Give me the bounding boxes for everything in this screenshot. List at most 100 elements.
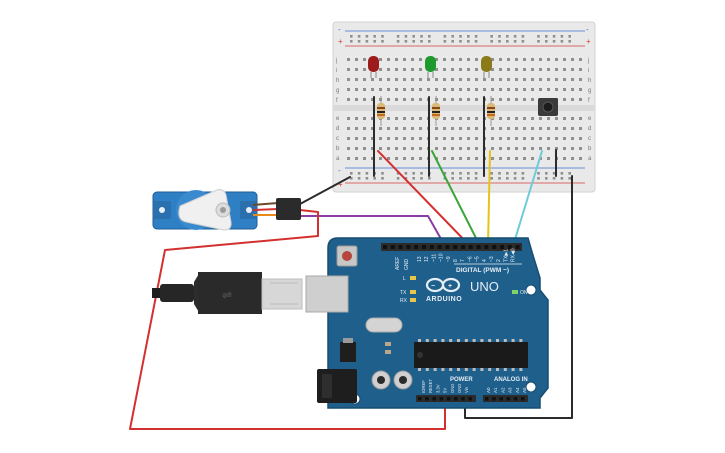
rail-hole[interactable] bbox=[513, 35, 517, 38]
digital-pin[interactable] bbox=[453, 245, 458, 249]
breadboard-hole[interactable] bbox=[571, 147, 574, 150]
digital-pin[interactable] bbox=[398, 245, 403, 249]
breadboard-hole[interactable] bbox=[451, 147, 454, 150]
breadboard-hole[interactable] bbox=[435, 88, 438, 91]
rail-hole[interactable] bbox=[506, 177, 509, 180]
breadboard-hole[interactable] bbox=[563, 98, 566, 101]
breadboard-hole[interactable] bbox=[363, 157, 366, 160]
breadboard-hole[interactable] bbox=[443, 127, 446, 130]
breadboard-hole[interactable] bbox=[507, 68, 510, 71]
rail-hole[interactable] bbox=[412, 35, 415, 38]
breadboard-hole[interactable] bbox=[403, 147, 406, 150]
rail-hole[interactable] bbox=[381, 35, 384, 38]
breadboard-hole[interactable] bbox=[347, 88, 350, 91]
rail-hole[interactable] bbox=[474, 172, 478, 175]
rail-hole[interactable] bbox=[381, 172, 384, 175]
breadboard-hole[interactable] bbox=[403, 157, 406, 160]
rail-hole[interactable] bbox=[404, 35, 408, 38]
breadboard-hole[interactable] bbox=[411, 117, 414, 120]
breadboard-hole[interactable] bbox=[451, 88, 454, 91]
digital-header[interactable] bbox=[381, 243, 522, 251]
breadboard-hole[interactable] bbox=[443, 147, 446, 150]
rail-hole[interactable] bbox=[506, 172, 509, 175]
breadboard-hole[interactable] bbox=[403, 137, 406, 140]
rail-hole[interactable] bbox=[365, 40, 369, 43]
breadboard-hole[interactable] bbox=[419, 117, 422, 120]
breadboard-hole[interactable] bbox=[515, 117, 518, 120]
rail-hole[interactable] bbox=[428, 35, 431, 38]
breadboard-hole[interactable] bbox=[379, 157, 382, 160]
breadboard-hole[interactable] bbox=[443, 98, 446, 101]
rail-hole[interactable] bbox=[443, 40, 447, 43]
breadboard-hole[interactable] bbox=[443, 117, 446, 120]
breadboard-hole[interactable] bbox=[571, 98, 574, 101]
rail-hole[interactable] bbox=[373, 40, 376, 43]
servo-motor[interactable] bbox=[152, 189, 301, 231]
breadboard-hole[interactable] bbox=[363, 147, 366, 150]
breadboard-hole[interactable] bbox=[347, 98, 350, 101]
breadboard-hole[interactable] bbox=[435, 78, 438, 81]
breadboard-hole[interactable] bbox=[507, 88, 510, 91]
breadboard-hole[interactable] bbox=[403, 127, 406, 130]
breadboard-hole[interactable] bbox=[459, 78, 462, 81]
breadboard-hole[interactable] bbox=[395, 157, 398, 160]
breadboard-hole[interactable] bbox=[539, 137, 542, 140]
rail-hole[interactable] bbox=[490, 172, 493, 175]
rail-hole[interactable] bbox=[373, 35, 376, 38]
rail-hole[interactable] bbox=[381, 177, 384, 180]
breadboard-hole[interactable] bbox=[363, 68, 366, 71]
rail-hole[interactable] bbox=[537, 40, 540, 43]
breadboard-hole[interactable] bbox=[347, 78, 350, 81]
power-header-pins[interactable] bbox=[418, 397, 525, 401]
breadboard-hole[interactable] bbox=[435, 68, 438, 71]
breadboard-hole[interactable] bbox=[355, 98, 358, 101]
breadboard-hole[interactable] bbox=[467, 157, 470, 160]
breadboard-hole[interactable] bbox=[403, 68, 406, 71]
breadboard-hole[interactable] bbox=[547, 58, 550, 61]
rail-hole[interactable] bbox=[560, 35, 564, 38]
digital-pin[interactable] bbox=[383, 245, 387, 249]
breadboard-hole[interactable] bbox=[571, 127, 574, 130]
breadboard-hole[interactable] bbox=[563, 78, 566, 81]
breadboard-hole[interactable] bbox=[387, 98, 390, 101]
breadboard-hole[interactable] bbox=[387, 68, 390, 71]
breadboard-hole[interactable] bbox=[451, 58, 454, 61]
rail-hole[interactable] bbox=[412, 172, 415, 175]
breadboard-hole[interactable] bbox=[387, 147, 390, 150]
digital-pin[interactable] bbox=[461, 245, 465, 249]
breadboard-hole[interactable] bbox=[411, 147, 414, 150]
rail-hole[interactable] bbox=[498, 35, 501, 38]
breadboard-hole[interactable] bbox=[539, 127, 542, 130]
breadboard-hole[interactable] bbox=[563, 88, 566, 91]
breadboard-hole[interactable] bbox=[419, 157, 422, 160]
breadboard-hole[interactable] bbox=[459, 98, 462, 101]
breadboard-hole[interactable] bbox=[451, 117, 454, 120]
breadboard-hole[interactable] bbox=[347, 157, 350, 160]
breadboard-hole[interactable] bbox=[459, 127, 462, 130]
breadboard-hole[interactable] bbox=[379, 88, 382, 91]
breadboard-hole[interactable] bbox=[459, 157, 462, 160]
breadboard-hole[interactable] bbox=[531, 68, 534, 71]
breadboard-hole[interactable] bbox=[411, 157, 414, 160]
breadboard-hole[interactable] bbox=[571, 117, 574, 120]
breadboard-hole[interactable] bbox=[411, 58, 414, 61]
breadboard-hole[interactable] bbox=[563, 117, 566, 120]
rail-hole[interactable] bbox=[428, 40, 431, 43]
rail-hole[interactable] bbox=[404, 40, 408, 43]
breadboard-hole[interactable] bbox=[579, 58, 582, 61]
breadboard-hole[interactable] bbox=[499, 98, 502, 101]
rail-hole[interactable] bbox=[451, 40, 454, 43]
breadboard-hole[interactable] bbox=[403, 98, 406, 101]
breadboard-hole[interactable] bbox=[491, 157, 494, 160]
breadboard-hole[interactable] bbox=[355, 137, 358, 140]
usb-cable[interactable]: ⇌ bbox=[152, 272, 303, 314]
breadboard-hole[interactable] bbox=[395, 68, 398, 71]
rail-hole[interactable] bbox=[420, 172, 423, 175]
breadboard-hole[interactable] bbox=[523, 127, 526, 130]
push-button[interactable] bbox=[538, 98, 558, 116]
breadboard-hole[interactable] bbox=[467, 78, 470, 81]
digital-pin[interactable] bbox=[476, 245, 481, 249]
breadboard-hole[interactable] bbox=[411, 98, 414, 101]
rail-hole[interactable] bbox=[443, 172, 447, 175]
rail-hole[interactable] bbox=[552, 40, 556, 43]
